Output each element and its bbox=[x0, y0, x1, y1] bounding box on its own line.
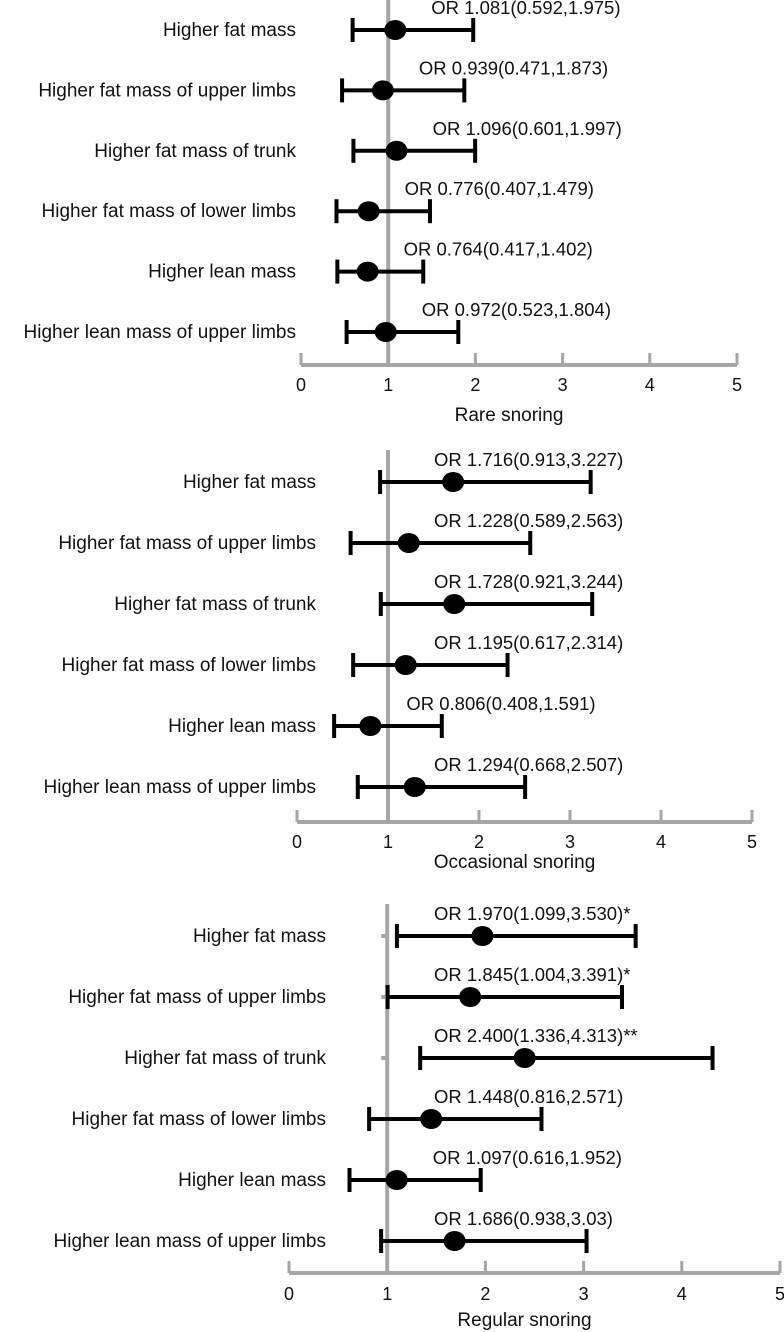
or-annotation: OR 1.096(0.601,1.997) bbox=[433, 118, 622, 139]
forest-row: Higher lean mass of upper limbs OR 1.294(… bbox=[44, 754, 623, 799]
or-annotation: OR 1.970(1.099,3.530)* bbox=[434, 903, 630, 924]
forest-row: Higher fat mass of trunk OR 2.400(1.336,4… bbox=[124, 1025, 715, 1070]
forest-row: Higher lean mass of upper limbs OR 1.686(… bbox=[54, 1208, 613, 1253]
or-point bbox=[397, 533, 420, 553]
x-tick-label: 4 bbox=[656, 832, 666, 852]
forest-row: Higher fat mass of trunk OR 1.096(0.601,1… bbox=[94, 118, 622, 163]
or-annotation: OR 0.764(0.417,1.402) bbox=[404, 239, 593, 260]
x-tick-label: 2 bbox=[480, 1284, 490, 1304]
row-label: Higher fat mass bbox=[183, 472, 316, 493]
x-tick-label: 3 bbox=[579, 1284, 589, 1304]
forest-row: Higher fat mass of lower limbs OR 1.195(0… bbox=[62, 632, 623, 677]
row-label: Higher fat mass of lower limbs bbox=[42, 201, 296, 222]
row-label: Higher fat mass of upper limbs bbox=[58, 533, 316, 554]
x-tick-label: 0 bbox=[292, 832, 302, 852]
forest-row: Higher lean mass OR 1.097(0.616,1.952) bbox=[178, 1147, 622, 1192]
or-annotation: OR 0.806(0.408,1.591) bbox=[406, 693, 595, 714]
x-axis-title: Regular snoring bbox=[457, 1310, 591, 1331]
x-tick-label: 1 bbox=[383, 375, 393, 395]
x-tick-label: 5 bbox=[732, 375, 742, 395]
forest-row: Higher fat mass of upper limbs OR 0.939(0… bbox=[38, 57, 608, 103]
row-label: Higher fat mass of trunk bbox=[94, 141, 296, 162]
forest-row: Higher lean mass OR 0.806(0.408,1.591) bbox=[168, 693, 596, 738]
x-tick-label: 0 bbox=[296, 375, 306, 395]
or-annotation: OR 1.686(0.938,3.03) bbox=[434, 1208, 613, 1229]
or-annotation: OR 1.716(0.913,3.227) bbox=[434, 449, 623, 470]
or-annotation: OR 1.228(0.589,2.563) bbox=[434, 510, 623, 531]
row-label: Higher lean mass bbox=[168, 716, 316, 737]
row-label: Higher fat mass bbox=[193, 926, 326, 947]
or-annotation: OR 0.972(0.523,1.804) bbox=[422, 299, 611, 320]
row-label: Higher fat mass of trunk bbox=[114, 594, 316, 615]
or-point bbox=[420, 1109, 443, 1129]
row-label: Higher fat mass of lower limbs bbox=[72, 1109, 326, 1130]
forest-row: Higher lean mass OR 0.764(0.417,1.402) bbox=[148, 239, 593, 284]
or-annotation: OR 1.448(0.816,2.571) bbox=[434, 1086, 623, 1107]
or-point bbox=[459, 987, 482, 1007]
x-tick-label: 4 bbox=[645, 375, 655, 395]
forest-row: Higher fat mass of lower limbs OR 0.776(0… bbox=[42, 178, 594, 224]
row-label: Higher fat mass of upper limbs bbox=[38, 80, 296, 101]
or-annotation: OR 1.845(1.004,3.391)* bbox=[434, 964, 630, 985]
forest-row: Higher lean mass of upper limbs OR 0.972(… bbox=[24, 299, 611, 344]
x-tick-label: 3 bbox=[565, 832, 575, 852]
or-point bbox=[359, 716, 382, 736]
x-tick-label: 0 bbox=[284, 1284, 294, 1304]
row-label: Higher lean mass bbox=[178, 1170, 326, 1191]
x-axis-title: Rare snoring bbox=[455, 405, 564, 426]
or-annotation: OR 1.294(0.668,2.507) bbox=[434, 754, 623, 775]
x-tick-label: 3 bbox=[558, 375, 568, 395]
or-annotation: OR 0.776(0.407,1.479) bbox=[405, 178, 594, 199]
row-label: Higher lean mass bbox=[148, 262, 296, 283]
row-label: Higher lean mass of upper limbs bbox=[54, 1231, 326, 1252]
or-point bbox=[385, 140, 408, 161]
row-label: Higher fat mass of upper limbs bbox=[68, 987, 326, 1008]
forest-row: Higher fat mass of upper limbs OR 1.845(1… bbox=[68, 964, 630, 1009]
forest-row: Higher fat mass of lower limbs OR 1.448(0… bbox=[72, 1086, 623, 1131]
or-point bbox=[442, 472, 465, 492]
or-point bbox=[356, 261, 379, 282]
x-tick-label: 1 bbox=[383, 832, 393, 852]
or-point bbox=[371, 80, 394, 101]
forest-row: Higher fat mass OR 1.081(0.592,1.975) bbox=[163, 0, 621, 42]
or-annotation: OR 0.939(0.471,1.873) bbox=[419, 57, 608, 78]
x-tick-label: 5 bbox=[775, 1284, 784, 1304]
row-label: Higher fat mass of lower limbs bbox=[62, 655, 316, 676]
forest-row: Higher fat mass of trunk OR 1.728(0.921,3… bbox=[114, 571, 623, 616]
or-point bbox=[403, 777, 426, 797]
or-point bbox=[394, 655, 417, 675]
x-tick-label: 1 bbox=[382, 1284, 392, 1304]
or-annotation: OR 1.728(0.921,3.244) bbox=[434, 571, 623, 592]
or-point bbox=[471, 926, 494, 946]
x-tick-label: 5 bbox=[747, 832, 757, 852]
x-tick-label: 2 bbox=[470, 375, 480, 395]
or-point bbox=[385, 1170, 408, 1190]
or-point bbox=[357, 201, 380, 222]
or-annotation: OR 2.400(1.336,4.313)** bbox=[434, 1025, 638, 1046]
or-point bbox=[384, 20, 407, 40]
row-label: Higher lean mass of upper limbs bbox=[24, 322, 296, 343]
or-point bbox=[374, 322, 397, 342]
x-tick-label: 2 bbox=[474, 832, 484, 852]
x-axis-title: Occasional snoring bbox=[434, 852, 596, 873]
or-point bbox=[443, 594, 466, 614]
row-label: Higher lean mass of upper limbs bbox=[44, 777, 316, 798]
forest-row: Higher fat mass OR 1.716(0.913,3.227) bbox=[183, 449, 623, 494]
row-label: Higher fat mass bbox=[163, 20, 296, 41]
or-annotation: OR 1.195(0.617,2.314) bbox=[434, 632, 623, 653]
row-label: Higher fat mass of trunk bbox=[124, 1048, 326, 1069]
or-annotation: OR 1.097(0.616,1.952) bbox=[433, 1147, 622, 1168]
forest-row: Higher fat mass OR 1.970(1.099,3.530)* bbox=[193, 903, 638, 948]
forest-row: Higher fat mass of upper limbs OR 1.228(0… bbox=[58, 510, 623, 555]
or-annotation: OR 1.081(0.592,1.975) bbox=[431, 0, 620, 18]
or-point bbox=[443, 1231, 466, 1251]
x-tick-label: 4 bbox=[677, 1284, 687, 1304]
or-point bbox=[513, 1048, 536, 1068]
